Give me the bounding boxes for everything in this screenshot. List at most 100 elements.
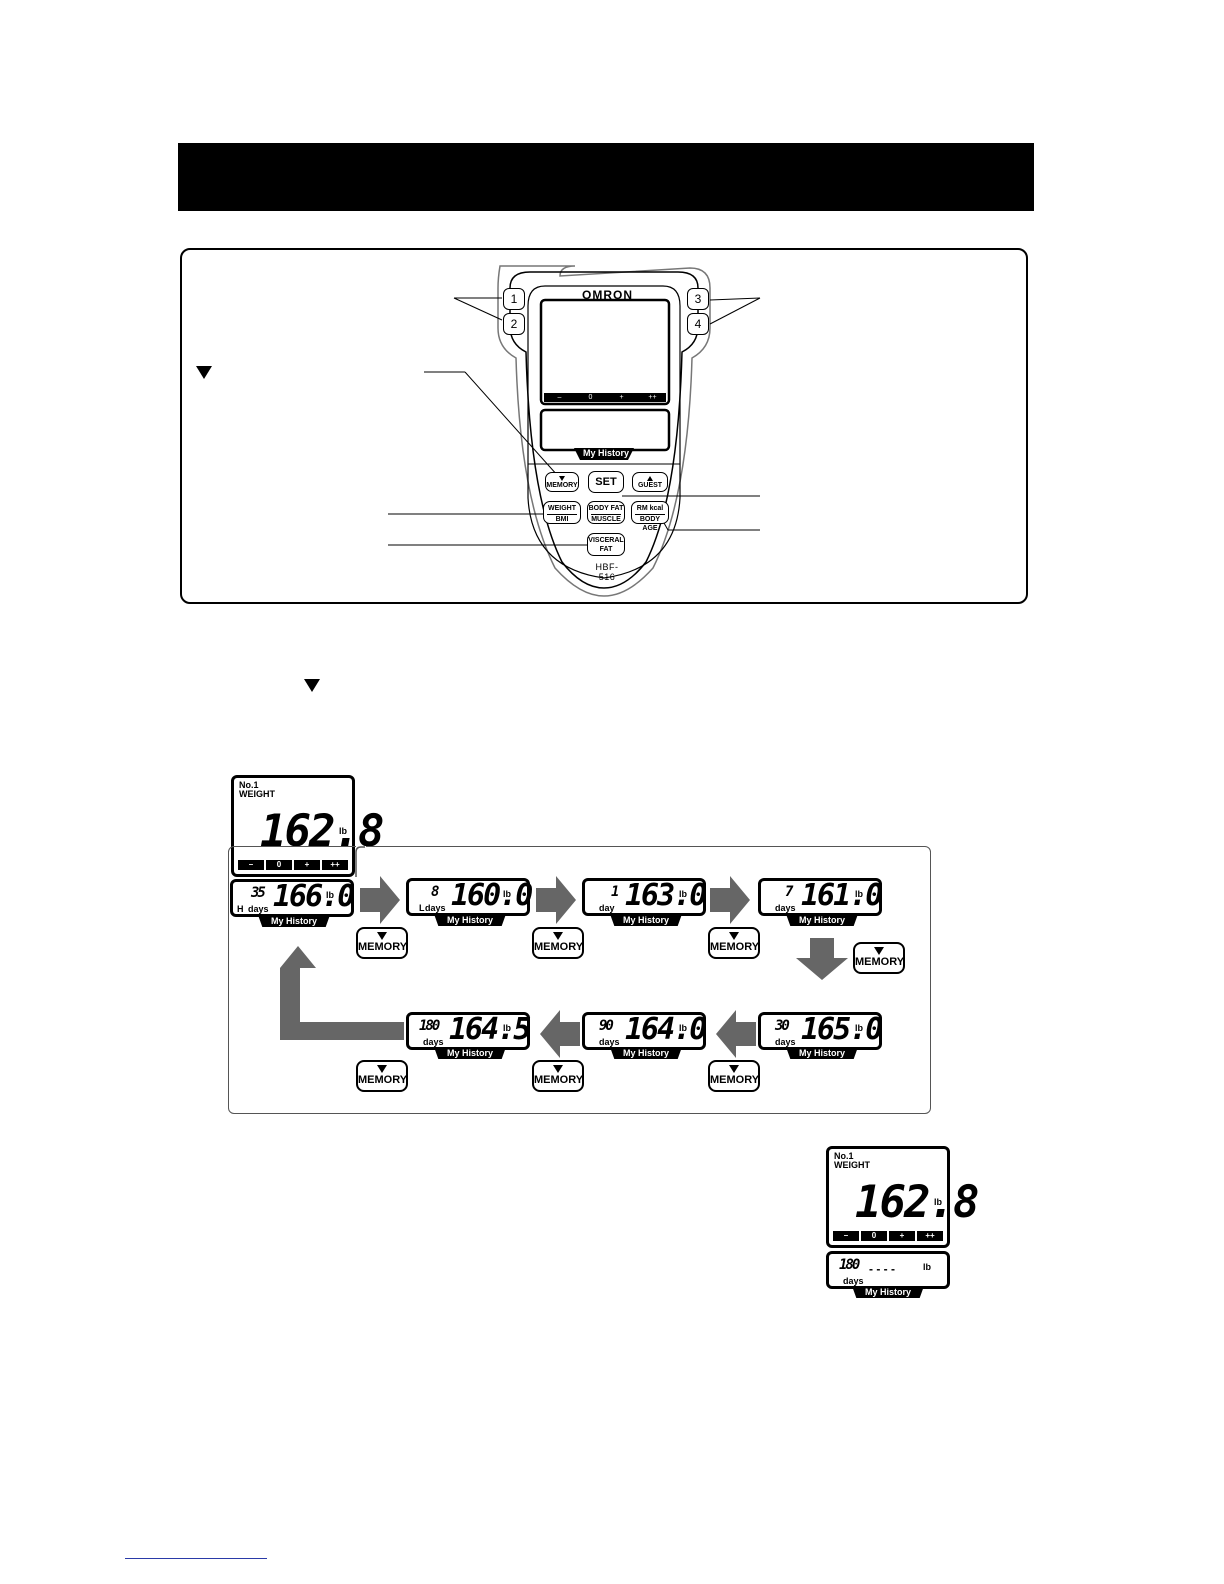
history-value: 161.0 xyxy=(801,878,883,913)
user-key-3[interactable]: 3 xyxy=(687,288,709,310)
user-key-4[interactable]: 4 xyxy=(687,313,709,335)
device-memory-label: MEMORY xyxy=(546,482,578,489)
history-unit: lb xyxy=(503,1023,511,1033)
history-period: 1 xyxy=(611,884,620,900)
footer-link-underline[interactable] xyxy=(125,1558,267,1559)
history-prefix: L xyxy=(419,903,425,913)
user-number: No.1 xyxy=(834,1151,854,1161)
weight-value: 162.8 xyxy=(855,1177,979,1228)
device-weight-bmi-button[interactable]: WEIGHT BMI xyxy=(543,501,581,524)
history-value: 164.0 xyxy=(625,1012,707,1047)
brand-logo: OMRON xyxy=(582,288,633,302)
history-unit: lb xyxy=(855,1023,863,1033)
my-history-tab: My History xyxy=(852,1286,924,1298)
scale-label: 0 xyxy=(861,1231,887,1241)
body-fat-label: BODY FAT xyxy=(588,505,624,512)
history-prefix: H xyxy=(237,904,244,914)
history-period: 180 xyxy=(419,1018,440,1034)
device-rm-bodyage-button[interactable]: RM kcal BODY AGE xyxy=(631,501,669,532)
memory-button[interactable]: MEMORY xyxy=(356,927,408,959)
weight-unit: lb xyxy=(934,1197,942,1207)
my-history-tab: My History xyxy=(258,915,330,927)
history-value: 160.0 xyxy=(451,878,533,913)
history-value: 165.0 xyxy=(801,1012,883,1047)
down-triangle-icon xyxy=(377,932,387,940)
user-key-2[interactable]: 2 xyxy=(503,313,525,335)
history-unit: lb xyxy=(679,889,687,899)
history-period: 180 xyxy=(839,1257,860,1273)
memory-button[interactable]: MEMORY xyxy=(708,1060,760,1092)
my-history-tab: My History xyxy=(434,914,506,926)
section-header-bar xyxy=(178,143,1034,211)
history-period: 90 xyxy=(599,1018,614,1034)
weight-scale-row: – 0 + ++ xyxy=(238,860,348,870)
history-days: days xyxy=(248,904,269,914)
down-triangle-icon xyxy=(729,932,739,940)
history-unit: lb xyxy=(503,889,511,899)
history-period: 7 xyxy=(785,884,794,900)
display-mode: WEIGHT xyxy=(834,1160,870,1170)
scale-label: – xyxy=(557,394,562,401)
weight-label: WEIGHT xyxy=(548,505,576,512)
weight-scale-row: – 0 + ++ xyxy=(833,1231,943,1241)
scale-label: – xyxy=(833,1231,859,1241)
memory-button[interactable]: MEMORY xyxy=(356,1060,408,1092)
memory-button[interactable]: MEMORY xyxy=(708,927,760,959)
device-visceral-fat-button[interactable]: VISCERAL FAT xyxy=(587,533,625,556)
memory-button[interactable]: MEMORY xyxy=(532,1060,584,1092)
scale-label: ++ xyxy=(322,860,348,870)
no-data-weight-display: No.1 WEIGHT 162.8 lb – 0 + ++ xyxy=(826,1146,979,1248)
history-display-1: 1 day 163.0 lb xyxy=(582,878,707,916)
history-days: days xyxy=(775,1037,796,1047)
history-days: days xyxy=(843,1276,864,1286)
down-triangle-icon xyxy=(729,1065,739,1073)
history-display-8: 8 L days 160.0 lb xyxy=(406,878,533,916)
scale-label: + xyxy=(619,394,624,401)
history-value: 164.5 xyxy=(449,1012,531,1047)
my-history-tab: My History xyxy=(786,1047,858,1059)
device-guest-label: GUEST xyxy=(637,482,663,489)
history-days: day xyxy=(599,903,615,913)
scale-label: + xyxy=(889,1231,915,1241)
history-no-data: - - - - xyxy=(869,1262,895,1276)
device-memory-button[interactable]: MEMORY xyxy=(545,472,579,492)
history-display-180: 180 days 164.5 lb xyxy=(406,1012,531,1050)
scale-label: 0 xyxy=(266,860,292,870)
my-history-tab: My History xyxy=(610,1047,682,1059)
history-days: days xyxy=(423,1037,444,1047)
memory-button[interactable]: MEMORY xyxy=(853,942,905,974)
history-days: days xyxy=(775,903,796,913)
memory-button[interactable]: MEMORY xyxy=(532,927,584,959)
history-unit: lb xyxy=(855,889,863,899)
model-number: HBF-516 xyxy=(595,562,619,582)
history-flow-box xyxy=(228,846,931,1114)
down-triangle-icon xyxy=(559,476,565,481)
muscle-label: MUSCLE xyxy=(591,514,621,523)
history-days: days xyxy=(425,903,446,913)
device-history-label: My History xyxy=(582,448,629,458)
device-guest-button[interactable]: GUEST xyxy=(632,472,668,492)
history-value: 166.0 xyxy=(273,879,355,914)
history-unit: lb xyxy=(326,890,334,900)
scale-label: ++ xyxy=(648,394,657,401)
history-period: 30 xyxy=(775,1018,790,1034)
scale-label: – xyxy=(238,860,264,870)
down-triangle-icon xyxy=(553,1065,563,1073)
user-key-1[interactable]: 1 xyxy=(503,288,525,310)
scale-label: 0 xyxy=(588,394,593,401)
history-value: 163.0 xyxy=(625,878,707,913)
history-unit: lb xyxy=(923,1262,931,1272)
weight-unit: lb xyxy=(339,826,347,836)
visceral-label: VISCERAL xyxy=(588,537,624,544)
body-age-label: BODY AGE xyxy=(635,514,665,533)
down-triangle-icon xyxy=(874,947,884,955)
down-triangle-icon xyxy=(196,366,212,379)
device-bodyfat-muscle-button[interactable]: BODY FAT MUSCLE xyxy=(587,501,625,524)
history-period: 35 xyxy=(251,885,266,901)
device-set-button[interactable]: SET xyxy=(588,471,624,493)
down-triangle-icon xyxy=(377,1065,387,1073)
down-triangle-icon xyxy=(553,932,563,940)
device-scale-row: – 0 + ++ xyxy=(545,393,667,402)
my-history-tab: My History xyxy=(786,914,858,926)
scale-label: ++ xyxy=(917,1231,943,1241)
